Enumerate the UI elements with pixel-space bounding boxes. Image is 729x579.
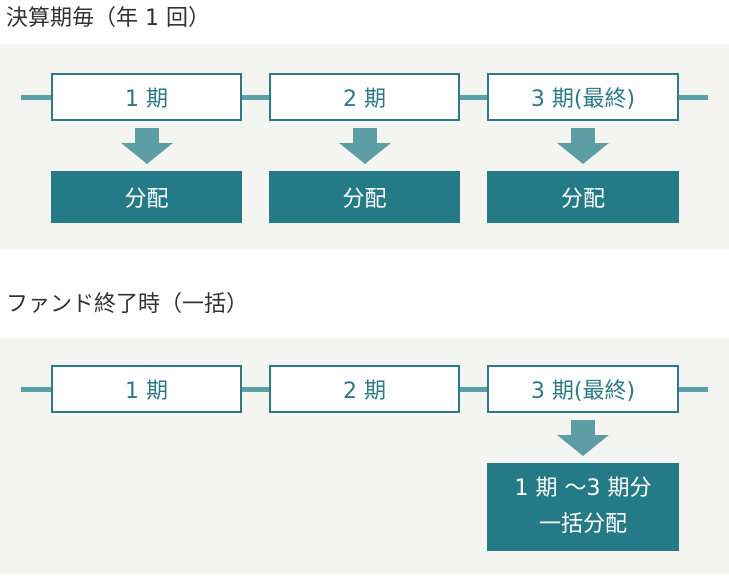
section2-panel: 1 期 2 期 3 期(最終) 1 期 〜3 期分 一括分配 [0, 338, 729, 574]
section1-period-1: 1 期 [51, 73, 242, 121]
section2-period-3: 3 期(最終) [487, 365, 679, 413]
section1-period-2: 2 期 [269, 73, 460, 121]
section2-period-1: 1 期 [51, 365, 242, 413]
section2-period-2: 2 期 [269, 365, 460, 413]
section1-panel: 1 期 2 期 3 期(最終) 分配 分配 分配 [0, 44, 729, 249]
section2-title: ファンド終了時（一括） [6, 292, 249, 317]
section1-distribution-2: 分配 [269, 171, 460, 223]
section1-distribution-3: 分配 [487, 171, 679, 223]
section1-period-3: 3 期(最終) [487, 73, 679, 121]
section1-title: 決算期毎（年 1 回） [6, 6, 210, 31]
section2-distribution-line1: 1 期 〜3 期分 [514, 476, 652, 501]
section1-arrow-down-icon-3 [557, 128, 609, 164]
section2-lump-sum-distribution: 1 期 〜3 期分 一括分配 [487, 463, 679, 551]
section1-distribution-1: 分配 [51, 171, 242, 223]
section2-arrow-down-icon [557, 420, 609, 456]
section2-distribution-line2: 一括分配 [538, 512, 627, 537]
section1-arrow-down-icon-1 [121, 128, 173, 164]
section1-arrow-down-icon-2 [339, 128, 391, 164]
